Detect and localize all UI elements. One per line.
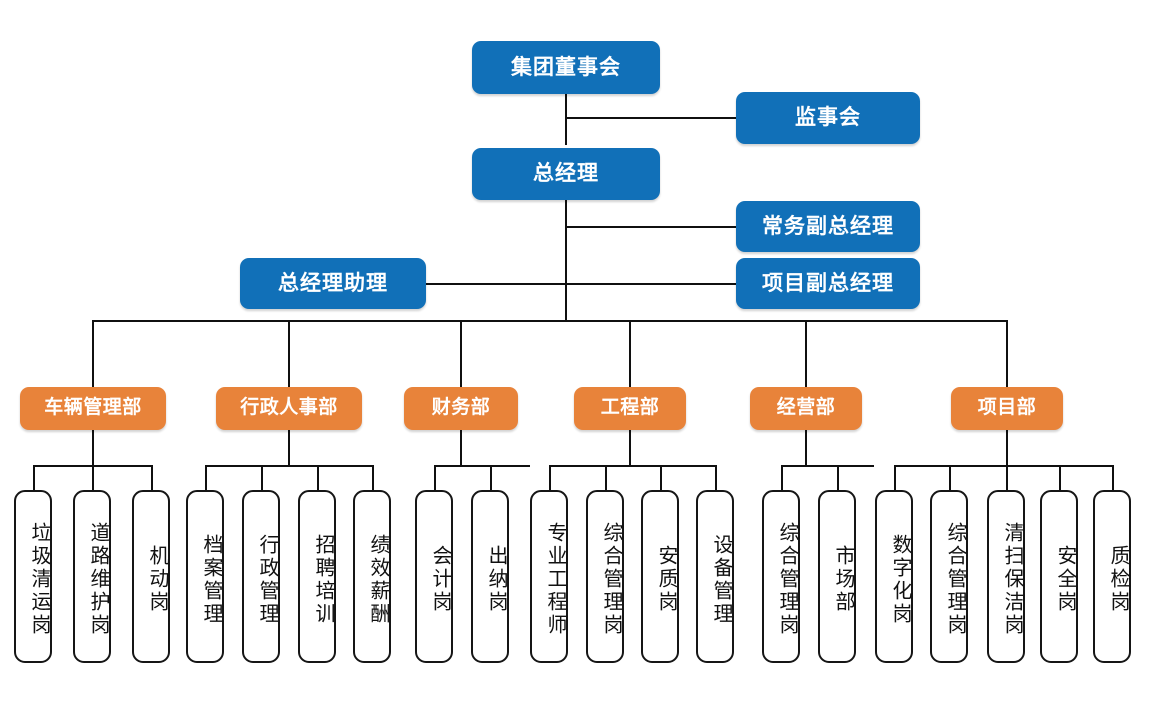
connector-drop-leaf-18 (1059, 465, 1061, 491)
connector-drop-leaf-8 (490, 465, 492, 491)
connector-department-bus (92, 320, 1007, 322)
position-box[interactable]: 安质岗 (641, 490, 679, 663)
position-box[interactable]: 清扫保洁岗 (987, 490, 1025, 663)
connector-drop-leaf-1 (92, 465, 94, 491)
position-box[interactable]: 质检岗 (1093, 490, 1131, 663)
position-box[interactable]: 安全岗 (1040, 490, 1078, 663)
position-box[interactable]: 机动岗 (132, 490, 170, 663)
connector-drop-leaf-13 (781, 465, 783, 491)
connector-drop-dept-3 (629, 320, 631, 387)
connector-supervisory (565, 117, 737, 119)
connector-drop-leaf-14 (837, 465, 839, 491)
position-box[interactable]: 垃圾清运岗 (14, 490, 52, 663)
connector-project-deputy (565, 283, 737, 285)
connector-drop-dept-0 (92, 320, 94, 387)
node-board-of-directors[interactable]: 集团董事会 (472, 41, 660, 94)
connector-board-spine (565, 93, 567, 145)
department-operations[interactable]: 经营部 (750, 387, 862, 430)
connector-drop-leaf-15 (894, 465, 896, 491)
connector-drop-leaf-2 (151, 465, 153, 491)
connector-drop-dept-4 (805, 320, 807, 387)
connector-gm-assistant (424, 283, 566, 285)
connector-drop-leaf-12 (715, 465, 717, 491)
connector-drop-dept-2 (460, 320, 462, 387)
connector-drop-dept-1 (288, 320, 290, 387)
position-box[interactable]: 档案管理 (186, 490, 224, 663)
connector-drop-leaf-10 (605, 465, 607, 491)
connector-drop-leaf-11 (660, 465, 662, 491)
department-finance[interactable]: 财务部 (404, 387, 518, 430)
position-box[interactable]: 综合管理岗 (762, 490, 800, 663)
position-box[interactable]: 道路维护岗 (73, 490, 111, 663)
department-admin-hr[interactable]: 行政人事部 (216, 387, 362, 430)
connector-drop-leaf-16 (949, 465, 951, 491)
connector-drop-leaf-4 (261, 465, 263, 491)
connector-drop-dept-5 (1006, 320, 1008, 387)
position-box[interactable]: 综合管理岗 (930, 490, 968, 663)
position-box[interactable]: 专业工程师 (530, 490, 568, 663)
connector-gm-spine (565, 199, 567, 321)
connector-stem-dept-1 (288, 429, 290, 466)
connector-executive-deputy (565, 226, 737, 228)
connector-drop-leaf-0 (33, 465, 35, 491)
position-box[interactable]: 设备管理 (696, 490, 734, 663)
connector-stem-dept-0 (92, 429, 94, 466)
node-gm-assistant[interactable]: 总经理助理 (240, 258, 426, 309)
position-box[interactable]: 行政管理 (242, 490, 280, 663)
connector-stem-dept-4 (805, 429, 807, 466)
connector-stem-dept-3 (629, 429, 631, 466)
position-box[interactable]: 市场部 (818, 490, 856, 663)
connector-subbus-1 (205, 465, 372, 467)
connector-drop-leaf-5 (317, 465, 319, 491)
position-box[interactable]: 招聘培训 (298, 490, 336, 663)
department-project[interactable]: 项目部 (951, 387, 1063, 430)
connector-subbus-5 (894, 465, 1112, 467)
node-general-manager[interactable]: 总经理 (472, 148, 660, 200)
position-box[interactable]: 数字化岗 (875, 490, 913, 663)
connector-stem-dept-2 (460, 429, 462, 466)
department-vehicle-management[interactable]: 车辆管理部 (20, 387, 166, 430)
connector-drop-leaf-17 (1006, 465, 1008, 491)
connector-drop-leaf-19 (1112, 465, 1114, 491)
connector-drop-leaf-6 (372, 465, 374, 491)
position-box[interactable]: 综合管理岗 (586, 490, 624, 663)
position-box[interactable]: 绩效薪酬 (353, 490, 391, 663)
connector-drop-leaf-9 (549, 465, 551, 491)
node-supervisory-board[interactable]: 监事会 (736, 92, 920, 144)
connector-drop-leaf-7 (434, 465, 436, 491)
department-engineering[interactable]: 工程部 (574, 387, 686, 430)
connector-subbus-2 (434, 465, 530, 467)
connector-drop-leaf-3 (205, 465, 207, 491)
node-project-deputy-manager[interactable]: 项目副总经理 (736, 258, 920, 309)
node-executive-deputy-manager[interactable]: 常务副总经理 (736, 201, 920, 252)
connector-stem-dept-5 (1006, 429, 1008, 466)
connector-subbus-4 (781, 465, 874, 467)
position-box[interactable]: 出纳岗 (471, 490, 509, 663)
position-box[interactable]: 会计岗 (415, 490, 453, 663)
connector-subbus-3 (549, 465, 715, 467)
